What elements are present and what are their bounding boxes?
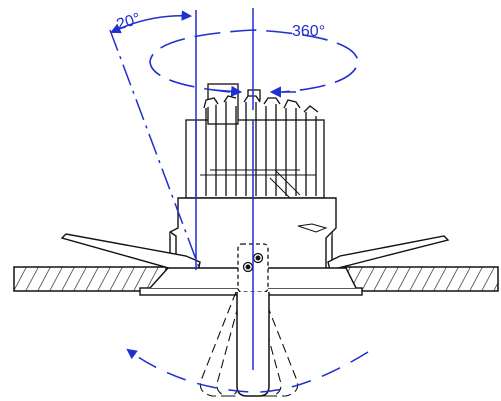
center-axes [195, 8, 254, 370]
tilt-line [109, 29, 201, 271]
spring-clip-right [327, 235, 450, 271]
ceiling-right [343, 266, 499, 292]
swing-arc [126, 348, 369, 393]
ceiling-left [13, 266, 167, 292]
tilt-angle-label: 20° [115, 10, 143, 33]
heat-sink [185, 83, 325, 199]
rotation-angle-label: 360° [292, 23, 325, 40]
rotation-ellipse [149, 29, 359, 98]
tilt-angle-arc [110, 10, 193, 34]
